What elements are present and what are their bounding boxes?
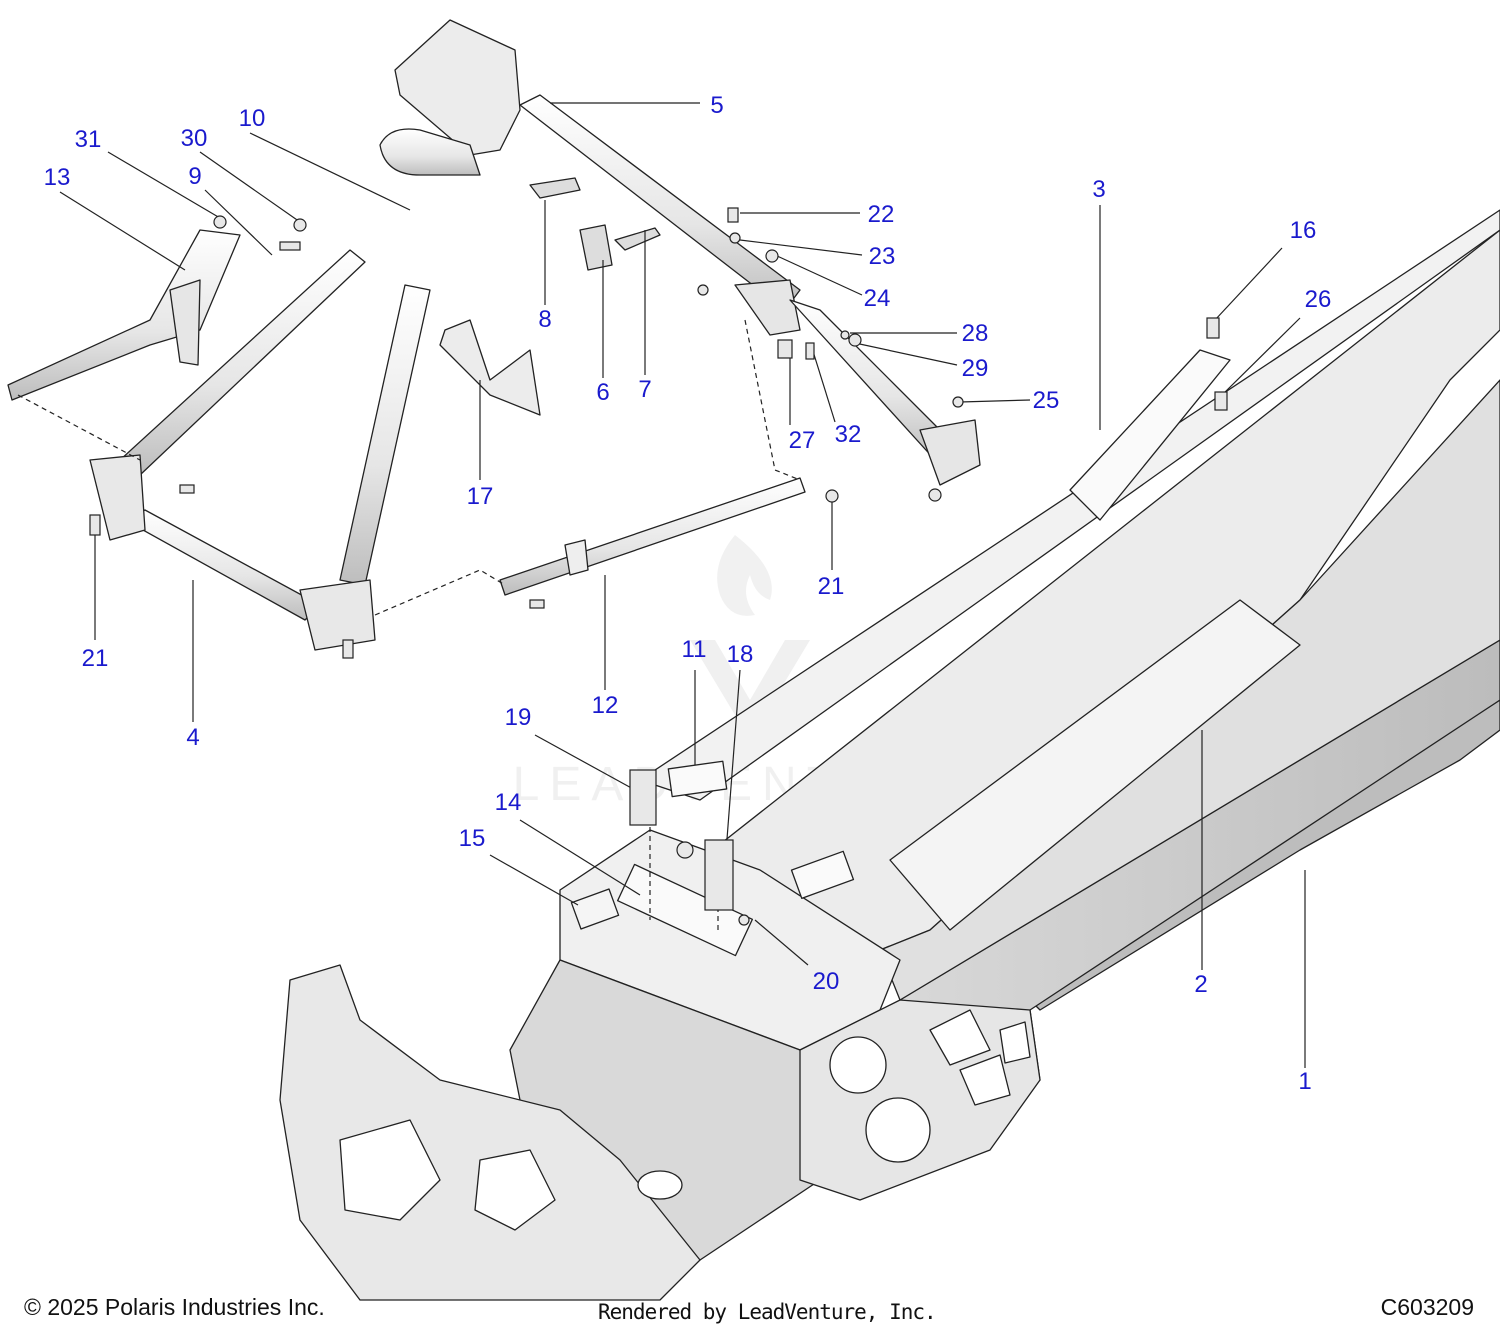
callout-13: 13: [43, 164, 71, 191]
callout-12: 12: [591, 692, 619, 719]
callout-29: 29: [961, 355, 989, 382]
callout-26: 26: [1304, 286, 1332, 313]
callout-5: 5: [710, 92, 724, 119]
callout-3: 3: [1092, 176, 1106, 203]
callout-18: 18: [726, 641, 754, 668]
callout-30: 30: [180, 125, 208, 152]
callout-22: 22: [867, 201, 895, 228]
callout-14: 14: [494, 789, 522, 816]
leader-lines: [59, 102, 1306, 1068]
callout-16: 16: [1289, 217, 1317, 244]
callout-6: 6: [596, 379, 610, 406]
callout-7: 7: [638, 376, 652, 403]
callout-4: 4: [186, 724, 200, 751]
callout-28: 28: [961, 320, 989, 347]
callout-20: 20: [812, 968, 840, 995]
copyright-text: © 2025 Polaris Industries Inc.: [24, 1294, 325, 1320]
steering-post: [379, 19, 981, 486]
callout-1: 1: [1298, 1068, 1312, 1095]
callout-21-left: 21: [81, 645, 109, 672]
callout-27: 27: [788, 427, 816, 454]
tunnel-assembly: [279, 209, 1500, 1301]
rendered-by-text: Rendered by LeadVenture, Inc.: [598, 1300, 937, 1324]
callout-24: 24: [863, 285, 891, 312]
callout-8: 8: [538, 306, 552, 333]
callout-31: 31: [74, 126, 102, 153]
alignment-lines: [17, 319, 801, 930]
callout-23: 23: [868, 243, 896, 270]
callout-10: 10: [238, 105, 266, 132]
callout-17: 17: [466, 483, 494, 510]
callout-2: 2: [1194, 971, 1208, 998]
callout-11: 11: [681, 636, 707, 663]
callout-21-right: 21: [817, 573, 845, 600]
callout-9: 9: [188, 163, 202, 190]
hardware: [89, 207, 1228, 926]
callout-19: 19: [504, 704, 532, 731]
callout-25: 25: [1032, 387, 1060, 414]
left-frame: [7, 177, 806, 651]
callout-15: 15: [458, 825, 486, 852]
diagram-id: C603209: [1380, 1294, 1474, 1320]
callout-32: 32: [834, 421, 862, 448]
